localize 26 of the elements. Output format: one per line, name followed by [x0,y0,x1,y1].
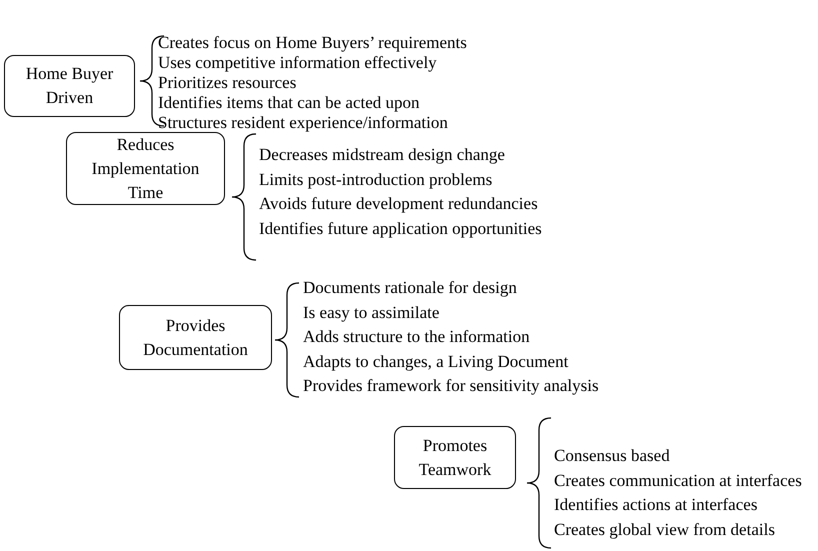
list-item: Provides framework for sensitivity analysis [303,376,599,396]
list-item: Adapts to changes, a Living Document [303,352,568,372]
list-item: Limits post-introduction problems [259,170,492,190]
list-item: Prioritizes resources [158,73,296,93]
list-item: Identifies items that can be acted upon [158,93,420,113]
list-item: Is easy to assimilate [303,302,440,322]
list-item: Documents rationale for design [303,278,517,298]
list-item: Uses competitive information effectively [158,53,437,73]
rounded-box [66,132,225,205]
box-label: Provides Documentation [142,314,249,360]
box-label: Promotes Teamwork [418,434,492,480]
list-item: Identifies actions at interfaces [554,495,758,515]
list-item: Creates global view from details [554,520,775,540]
list-item: Avoids future development redundancies [259,194,538,214]
box-label: Reduces Implementation Time [90,134,200,204]
rounded-box [394,426,516,489]
list-item: Adds structure to the information [303,327,530,347]
rounded-box [4,55,135,117]
rounded-box [119,305,272,370]
list-item: Identifies future application opportunities [259,218,542,238]
list-item: Decreases midstream design change [259,145,505,165]
box-label: Home Buyer Driven [24,63,114,109]
list-item: Structures resident experience/information [158,113,448,133]
list-item: Creates focus on Home Buyers’ requirements [158,33,467,53]
list-item: Creates communication at interfaces [554,470,802,490]
list-item: Consensus based [554,446,670,466]
